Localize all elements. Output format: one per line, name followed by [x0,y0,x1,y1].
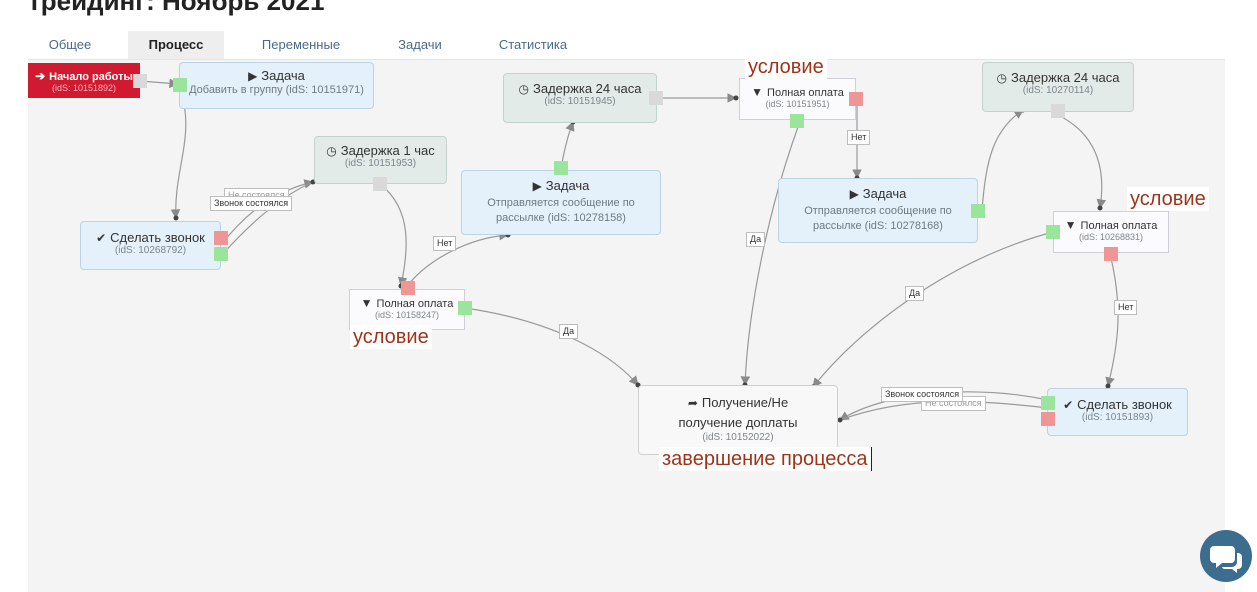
edges-layer [139,78,1119,423]
condition-node-1[interactable]: ▼Полная оплата (idS: 10158247) [349,289,465,330]
call-node-1[interactable]: ✔Сделать звонок (idS: 10268792) [80,221,221,270]
cond3-yes-port[interactable] [1046,225,1060,239]
sign-in-icon: ➔ [35,69,46,83]
final-node[interactable]: ➦Получение/Не получение доплаты (idS: 10… [638,385,838,455]
chat-button[interactable] [1200,530,1252,582]
cond2-no-port[interactable] [849,92,863,106]
tab-statistics[interactable]: Статистика [498,37,568,52]
edge-label-call2: Звонок состоялся [881,387,964,402]
edge-label-no-1: Нет [433,236,457,251]
edge-label-yes-1: Да [559,324,579,339]
check-icon: ✔ [96,231,107,245]
start-node[interactable]: ➔Начало работы (idS: 10151892) [28,63,140,98]
process-canvas[interactable]: ➔Начало работы (idS: 10151892) ▶Задача Д… [28,55,1225,592]
edge-label-no-3: Нет [1114,300,1138,315]
annotation-condition-2: условие [745,55,827,79]
task-add-group-node[interactable]: ▶Задача Добавить в группу (idS: 10151971… [179,62,374,109]
page-title: трейдинг: Ноябрь 2021 [28,0,325,16]
edge-label-yes-3: Да [905,286,925,301]
delay-1h-node[interactable]: ◷Задержка 1 час (idS: 10151953) [314,136,447,184]
cond2-yes-port[interactable] [790,114,804,128]
edge-task2-delay [981,109,1024,211]
edge-label-call1: Звонок состоялся [210,196,293,211]
edge-label-yes-2: Да [746,232,766,247]
cond1-no-port[interactable] [401,281,415,295]
edge-cond3-call2 [1105,257,1119,387]
annotation-condition-1: условие [350,325,432,349]
edge-delay-cond3 [1057,114,1107,209]
tab-tasks[interactable]: Задачи [398,37,442,52]
check-icon: ✔ [1063,398,1074,412]
delay24-2-out-port[interactable] [1051,104,1065,118]
call-node-2[interactable]: ✔Сделать звонок (idS: 10151893) [1047,388,1188,436]
delay1h-out-port[interactable] [373,177,387,191]
play-icon: ▶ [849,187,859,201]
task-message-node-2[interactable]: ▶Задача Отправляется сообщение по рассыл… [778,178,978,243]
call2-no-port[interactable] [1041,412,1055,426]
clock-icon: ◷ [996,71,1008,85]
tab-variables[interactable]: Переменные [261,37,341,52]
edge-label-no-2: Нет [847,130,871,145]
edge-cond2-final [740,126,799,386]
tab-process[interactable]: Процесс [128,31,224,59]
condition-node-3[interactable]: ▼Полная оплата (idS: 10268831) [1053,211,1169,253]
cond3-no-port[interactable] [1104,247,1118,261]
tab-general[interactable]: Общее [48,37,92,52]
edge-cond1-task1 [407,230,509,286]
annotation-condition-3: условие [1127,187,1209,211]
play-icon: ▶ [532,179,542,193]
clock-icon: ◷ [326,144,337,158]
task1-in-port[interactable] [554,161,568,175]
chat-bubbles-icon [1210,546,1242,573]
filter-icon: ▼ [360,296,373,310]
call2-yes-port[interactable] [1041,396,1055,410]
delay-24h-node-2[interactable]: ◷Задержка 24 часа (idS: 10270114) [982,62,1134,112]
task-group-in-port[interactable] [173,78,187,92]
edge-cond1-final [464,307,639,386]
start-out-port[interactable] [133,74,147,88]
filter-icon: ▼ [1064,218,1077,232]
task-message-node-1[interactable]: ▶Задача Отправляется сообщение по рассыл… [461,170,661,235]
play-icon: ▶ [248,69,258,83]
edge-delay-cond1 [379,183,408,287]
sign-out-icon: ➦ [687,396,698,410]
call1-no-port[interactable] [214,231,228,245]
annotation-final: завершение процесса [659,447,872,471]
edge-cond3-final [812,231,1054,388]
condition-node-2[interactable]: ▼Полная оплата (idS: 10151951) [739,78,856,120]
delay-24h-node-1[interactable]: ◷Задержка 24 часа (idS: 10151945) [503,73,657,123]
filter-icon: ▼ [751,85,764,99]
clock-icon: ◷ [518,82,530,96]
cond1-yes-port[interactable] [458,301,472,315]
delay24-1-out-port[interactable] [649,91,663,105]
call1-yes-port[interactable] [214,247,228,261]
task2-out-port[interactable] [971,204,985,218]
